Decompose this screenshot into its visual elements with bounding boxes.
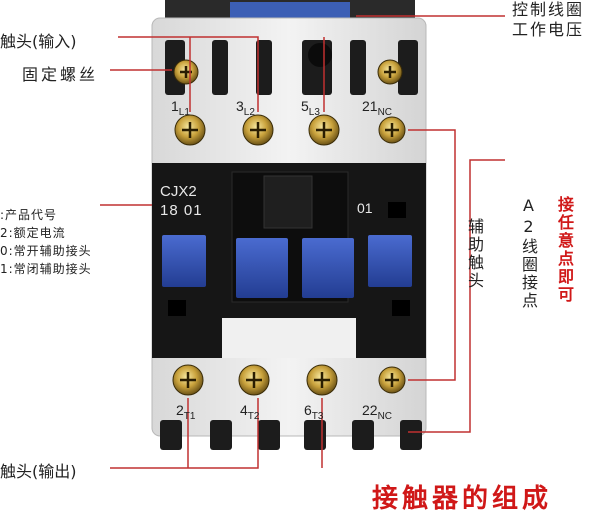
label-connect-any: 接任意点即可 bbox=[555, 196, 574, 304]
label-coil-voltage-2: 工作电压 bbox=[512, 20, 585, 39]
aux-window bbox=[388, 202, 406, 218]
label-main-contact-input: 触头(输入) bbox=[0, 32, 77, 51]
footer-title: 接触器的组成 bbox=[372, 484, 553, 514]
terminal-label-l1: 1L1 bbox=[171, 98, 190, 118]
label-fixing-screw: 固定螺丝 bbox=[22, 65, 99, 84]
label-coil-voltage-1: 控制线圈 bbox=[512, 0, 585, 19]
legend-rated-current: 2:额定电流 bbox=[0, 226, 66, 240]
model-code-line1: CJX2 bbox=[160, 183, 197, 200]
model-legend: :产品代号 2:额定电流 0:常开辅助接头 1:常闭辅助接头 bbox=[0, 206, 92, 278]
lower-window-left bbox=[168, 300, 186, 316]
blue-contact-buttons bbox=[162, 235, 412, 298]
model-code-line2: 18 01 bbox=[160, 202, 203, 219]
lower-window-right bbox=[392, 300, 410, 316]
bottom-terminal-pockets bbox=[160, 420, 422, 450]
actuator-slot bbox=[263, 175, 313, 229]
terminal-label-t2: 4T2 bbox=[240, 402, 260, 422]
label-main-contact-output: 触头(输出) bbox=[0, 462, 77, 481]
leader-lines bbox=[100, 15, 505, 469]
legend-nc-aux: 1:常闭辅助接头 bbox=[0, 262, 92, 276]
terminal-label-t3: 6T3 bbox=[304, 402, 324, 422]
aux-code: 01 bbox=[357, 200, 373, 216]
terminal-label-t1: 2T1 bbox=[176, 402, 196, 422]
terminal-label-l2: 3L2 bbox=[236, 98, 255, 118]
terminal-label-l3: 5L3 bbox=[301, 98, 320, 118]
contactor-illustration bbox=[100, 0, 505, 469]
label-auxiliary-contact: 辅助触头 bbox=[465, 218, 484, 290]
legend-product-code: :产品代号 bbox=[0, 208, 58, 222]
lower-notch bbox=[222, 318, 356, 358]
label-a2-coil-terminal: A2线圈接点 bbox=[519, 196, 538, 310]
legend-no-aux: 0:常开辅助接头 bbox=[0, 244, 92, 258]
screw-slots bbox=[180, 66, 399, 388]
terminal-label-22nc: 22NC bbox=[362, 402, 393, 422]
terminal-label-21nc: 21NC bbox=[362, 98, 393, 118]
center-indicator-hole bbox=[308, 43, 332, 67]
contactor-diagram: CJX2 18 01 01 1L1 3L2 5L3 21NC 2T1 4T2 6… bbox=[0, 0, 585, 514]
